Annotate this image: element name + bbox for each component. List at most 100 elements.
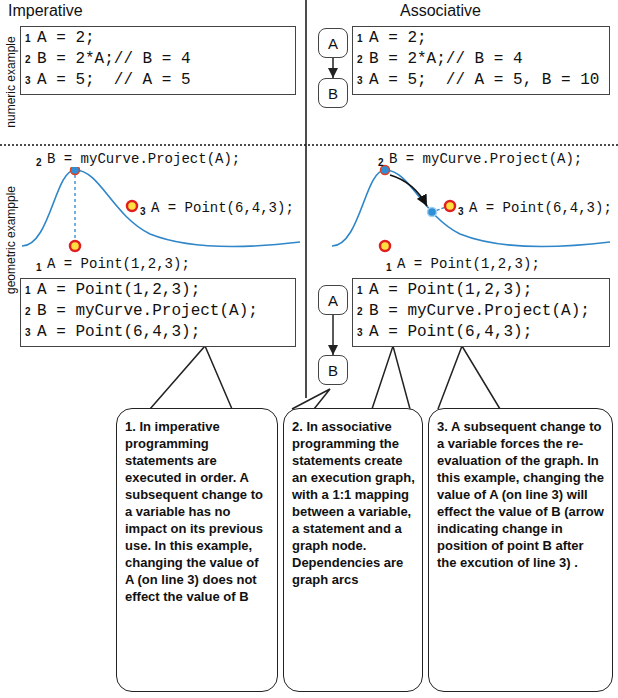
callout-tail (372, 346, 410, 409)
row-label: geometric exampple (4, 186, 18, 294)
label-holder: A = Point(1,2,3); (397, 254, 540, 272)
statement-label: A = Point(1,2,3); (397, 256, 540, 272)
line-number: 1 (357, 33, 369, 44)
point-b-new (428, 208, 437, 217)
code-line: 2B = 2*A;// B = 4 (357, 50, 601, 71)
label-holder: 3 (458, 201, 464, 219)
label-holder: A = Point(1,2,3); (47, 254, 190, 272)
point-a-new (127, 201, 137, 211)
code-statement: A = Point(6,4,3); (37, 323, 200, 341)
label-holder: A = Point(6,4,3); (151, 198, 294, 216)
code-statement: A = 5; // A = 5, B = 10 (369, 71, 599, 89)
code-statement: A = 5; // A = 5 (37, 71, 191, 89)
line-number: 2 (357, 54, 369, 65)
line-number: 3 (140, 206, 146, 217)
line-number: 2 (357, 306, 369, 317)
statement-label: B = myCurve.Project(A); (389, 151, 582, 167)
line-number: 1 (25, 285, 37, 296)
point-a-new (445, 201, 455, 211)
label-holder: B = myCurve.Project(A); (389, 149, 582, 167)
callout-box: 1. In imperative programming statements … (116, 408, 278, 692)
code-statement: B = myCurve.Project(A); (37, 302, 258, 320)
code-statement: B = 2*A;// B = 4 (369, 50, 523, 68)
label-holder: 1 (36, 257, 42, 275)
node-letter: B (328, 362, 338, 379)
graph-node: A (318, 28, 348, 58)
code-box: 1A = 2;2B = 2*A;// B = 43A = 5; // A = 5… (352, 26, 610, 95)
code-line: 1A = 2; (357, 29, 601, 50)
code-line: 1A = 2; (25, 29, 287, 50)
statement-label: B = myCurve.Project(A); (47, 151, 240, 167)
row-divider (0, 144, 618, 145)
point-a (70, 241, 80, 251)
row-label: numeric example (4, 36, 18, 127)
code-line: 2B = myCurve.Project(A); (25, 302, 287, 323)
statement-label: A = Point(6,4,3); (469, 200, 612, 216)
line-number: 3 (25, 327, 37, 338)
code-statement: A = Point(6,4,3); (369, 323, 532, 341)
code-statement: A = 2; (369, 29, 427, 47)
code-line: 3A = Point(6,4,3); (357, 323, 601, 344)
code-statement: B = 2*A;// B = 4 (37, 50, 191, 68)
label-holder: numeric example (1, 36, 19, 127)
line-number: 3 (357, 327, 369, 338)
statement-label: A = Point(1,2,3); (47, 256, 190, 272)
code-line: 2B = myCurve.Project(A); (357, 302, 601, 323)
callout-text: 1. In imperative programming statements … (125, 418, 270, 605)
line-number: 3 (357, 75, 369, 86)
label-holder: B = myCurve.Project(A); (47, 149, 240, 167)
graph-node: B (318, 78, 348, 108)
callout-tail (150, 346, 232, 409)
line-number: 2 (36, 157, 42, 168)
code-line: 1A = Point(1,2,3); (25, 281, 287, 302)
dependency-arrow (332, 315, 334, 355)
code-box: 1A = 2;2B = 2*A;// B = 43A = 5; // A = 5 (20, 26, 296, 95)
callout-tail (292, 389, 330, 409)
line-number: 2 (25, 306, 37, 317)
curve (22, 170, 300, 246)
code-line: 3A = 5; // A = 5, B = 10 (357, 71, 601, 92)
label-holder: Imperative (8, 2, 83, 20)
line-number: 1 (386, 262, 392, 273)
point-a (380, 241, 390, 251)
callout-text: 2. In associative programming the statem… (292, 418, 415, 588)
line-number: 3 (25, 75, 37, 86)
code-line: 3A = 5; // A = 5 (25, 71, 287, 92)
code-statement: A = Point(1,2,3); (37, 281, 200, 299)
line-number: 1 (25, 33, 37, 44)
callout-box: 3. A subsequent change to a variable for… (428, 408, 613, 692)
label-holder: 1 (386, 257, 392, 275)
label-holder: 2 (36, 152, 42, 170)
code-box: 1A = Point(1,2,3);2B = myCurve.Project(A… (352, 278, 610, 347)
line-number: 1 (36, 262, 42, 273)
dependency-arrow (332, 58, 334, 78)
projection-line (74, 175, 75, 240)
code-statement: B = myCurve.Project(A); (369, 302, 590, 320)
label-holder: 3 (140, 201, 146, 219)
code-statement: A = Point(1,2,3); (369, 281, 532, 299)
callout-tail (438, 346, 500, 409)
label-holder: A = Point(6,4,3); (469, 198, 612, 216)
label-holder: 2 (378, 152, 384, 170)
line-number: 3 (458, 206, 464, 217)
line-number: 2 (378, 157, 384, 168)
label-holder: Associative (400, 2, 481, 20)
code-line: 1A = Point(1,2,3); (357, 281, 601, 302)
code-statement: A = 2; (37, 29, 95, 47)
node-letter: B (328, 85, 338, 102)
label-holder: geometric exampple (1, 186, 19, 294)
node-letter: A (328, 35, 338, 52)
code-line: 2B = 2*A;// B = 4 (25, 50, 287, 71)
line-number: 1 (357, 285, 369, 296)
graph-node: B (318, 355, 348, 385)
node-letter: A (328, 292, 338, 309)
graph-node: A (318, 285, 348, 315)
callout-box: 2. In associative programming the statem… (283, 408, 423, 692)
statement-label: A = Point(6,4,3); (151, 200, 294, 216)
code-box: 1A = Point(1,2,3);2B = myCurve.Project(A… (20, 278, 296, 347)
column-divider (305, 0, 307, 398)
change-arrow (390, 175, 427, 206)
column-heading: Imperative (8, 2, 83, 19)
callout-text: 3. A subsequent change to a variable for… (437, 418, 605, 571)
